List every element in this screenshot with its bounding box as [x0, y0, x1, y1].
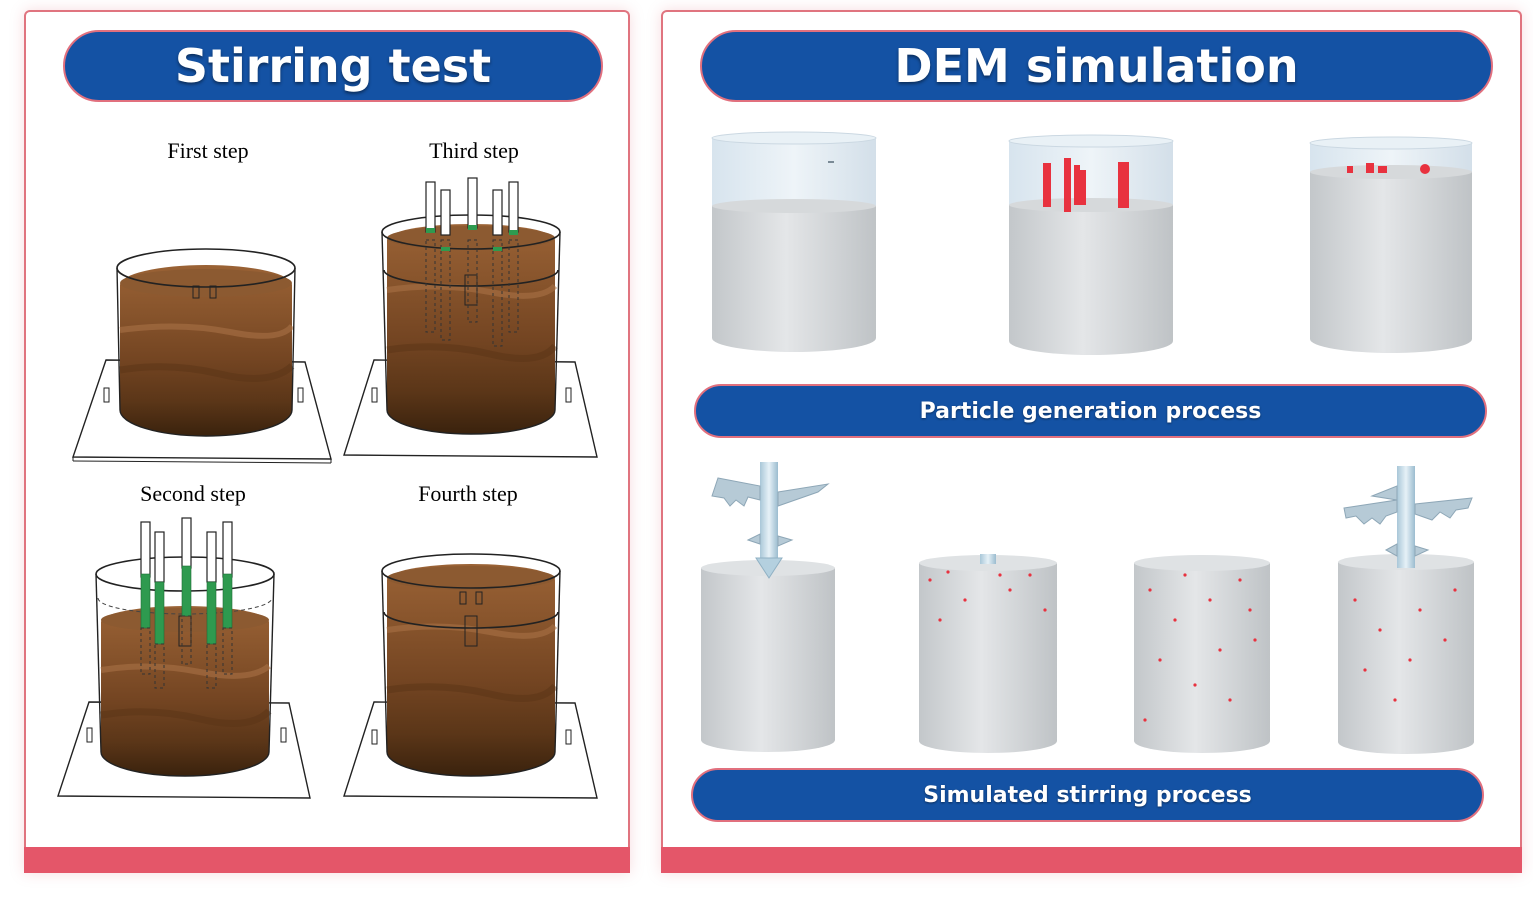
step-label-fourth: Fourth step	[418, 481, 518, 506]
dem-cylinder-generation-2	[1008, 134, 1174, 355]
dem-cylinder-stirring-4	[1338, 466, 1474, 754]
stirring-test-title: Stirring test	[63, 30, 603, 102]
bucket-second-step	[57, 517, 311, 799]
bucket-fourth-step	[343, 553, 598, 799]
dem-cylinder-stirring-2	[919, 554, 1057, 753]
stirring-process-caption: Simulated stirring process	[691, 768, 1484, 822]
step-label-first: First step	[167, 138, 249, 163]
panel-footer-bar	[24, 847, 630, 873]
particle-generation-caption: Particle generation process	[694, 384, 1487, 438]
dem-cylinder-stirring-1	[701, 462, 835, 752]
dem-cylinder-generation-3	[1309, 136, 1473, 353]
bucket-third-step	[343, 177, 598, 458]
dem-cylinder-generation-1	[711, 131, 877, 352]
dem-cylinder-stirring-3	[1134, 555, 1270, 753]
step-label-third: Third step	[429, 138, 519, 163]
step-label-second: Second step	[140, 481, 246, 506]
panel-footer-bar	[661, 847, 1522, 873]
bucket-first-step	[72, 248, 332, 464]
dem-simulation-title: DEM simulation	[700, 30, 1493, 102]
